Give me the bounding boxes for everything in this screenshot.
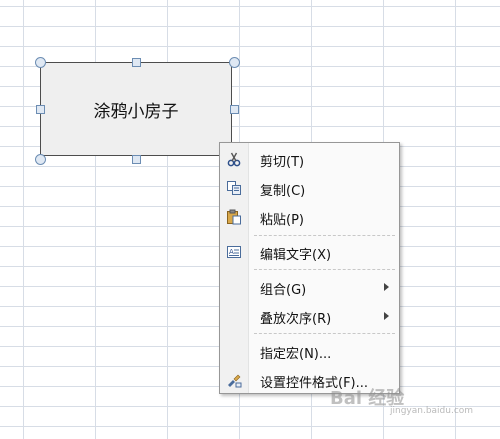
paste-icon bbox=[225, 208, 243, 226]
menu-separator bbox=[254, 235, 395, 236]
menu-item-label: 指定宏(N)... bbox=[260, 347, 332, 362]
resize-handle-bottom[interactable] bbox=[132, 155, 141, 164]
menu-item-label: 剪切(T) bbox=[260, 155, 305, 170]
watermark-text: Bai 经验 bbox=[330, 388, 405, 409]
menu-item-format-control[interactable]: 设置控件格式(F)... bbox=[220, 366, 399, 394]
watermark-subtext: jingyan.baidu.com bbox=[390, 406, 474, 416]
submenu-arrow-icon bbox=[384, 283, 389, 291]
context-menu: 剪切(T) 复制(C) 粘贴(P) A bbox=[219, 142, 400, 394]
menu-item-copy[interactable]: 复制(C) bbox=[220, 174, 399, 202]
copy-icon bbox=[225, 179, 243, 197]
selected-shape[interactable]: 涂鸦小房子 bbox=[35, 57, 240, 165]
svg-text:A: A bbox=[229, 248, 234, 256]
menu-item-paste[interactable]: 粘贴(P) bbox=[220, 203, 399, 231]
menu-item-label: 编辑文字(X) bbox=[260, 248, 332, 263]
menu-item-cut[interactable]: 剪切(T) bbox=[220, 145, 399, 173]
format-control-icon bbox=[225, 371, 243, 389]
menu-item-order[interactable]: 叠放次序(R) bbox=[220, 302, 399, 330]
menu-item-label: 叠放次序(R) bbox=[260, 312, 332, 327]
resize-handle-top-right[interactable] bbox=[229, 57, 240, 68]
submenu-arrow-icon bbox=[384, 312, 389, 320]
resize-handle-top-left[interactable] bbox=[35, 57, 46, 68]
shape-body[interactable]: 涂鸦小房子 bbox=[40, 62, 232, 156]
resize-handle-bottom-left[interactable] bbox=[35, 154, 46, 165]
menu-item-edit-text[interactable]: A 编辑文字(X) bbox=[220, 238, 399, 266]
menu-separator bbox=[254, 333, 395, 334]
edit-text-icon: A bbox=[225, 243, 243, 261]
menu-item-label: 设置控件格式(F)... bbox=[260, 376, 369, 391]
menu-item-assign-macro[interactable]: 指定宏(N)... bbox=[220, 337, 399, 365]
menu-item-label: 组合(G) bbox=[260, 283, 307, 298]
resize-handle-right[interactable] bbox=[230, 105, 239, 114]
menu-item-label: 复制(C) bbox=[260, 184, 306, 199]
resize-handle-left[interactable] bbox=[36, 105, 45, 114]
menu-item-label: 粘贴(P) bbox=[260, 213, 304, 228]
menu-item-group[interactable]: 组合(G) bbox=[220, 273, 399, 301]
resize-handle-top[interactable] bbox=[132, 58, 141, 67]
menu-separator bbox=[254, 269, 395, 270]
baidu-jingyan-watermark: Bai 经验 jingyan.baidu.com bbox=[330, 384, 490, 420]
shape-text: 涂鸦小房子 bbox=[93, 101, 179, 122]
scissors-icon bbox=[225, 150, 243, 168]
